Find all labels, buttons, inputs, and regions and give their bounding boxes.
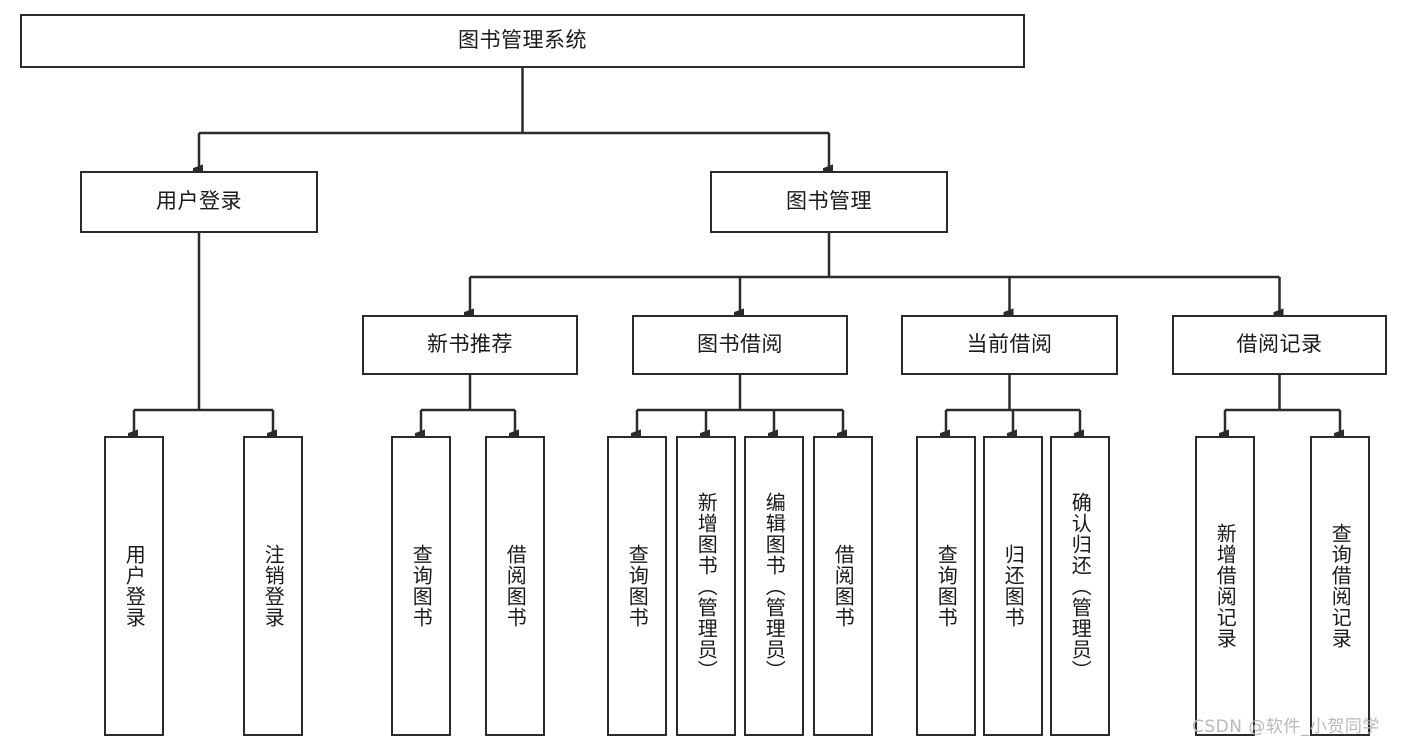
node-leaf-borrow-3[interactable]: 编辑图书（管理员） <box>744 436 804 736</box>
node-label-leaf-new-2: 借阅图书 <box>503 544 528 628</box>
node-label-leaf-borrow-3: 编辑图书（管理员） <box>762 491 787 681</box>
node-label-leaf-rec-2: 查询借阅记录 <box>1328 523 1353 649</box>
node-leaf-borrow-4[interactable]: 借阅图书 <box>813 436 873 736</box>
node-label-newbooks: 新书推荐 <box>427 332 513 357</box>
node-leaf-cur-2[interactable]: 归还图书 <box>983 436 1043 736</box>
node-newbooks[interactable]: 新书推荐 <box>362 315 578 375</box>
node-label-borrow: 图书借阅 <box>697 332 783 357</box>
node-label-leaf-cur-2: 归还图书 <box>1001 544 1026 628</box>
node-label-current: 当前借阅 <box>966 332 1053 357</box>
node-leaf-cur-3[interactable]: 确认归还（管理员） <box>1050 436 1110 736</box>
node-records[interactable]: 借阅记录 <box>1172 315 1387 375</box>
node-label-leaf-login-1: 用户登录 <box>122 544 147 628</box>
node-leaf-borrow-2[interactable]: 新增图书（管理员） <box>676 436 736 736</box>
node-leaf-rec-2[interactable]: 查询借阅记录 <box>1310 436 1370 736</box>
node-label-records: 借阅记录 <box>1236 332 1323 357</box>
node-label-leaf-new-1: 查询图书 <box>409 544 434 628</box>
node-leaf-login-2[interactable]: 注销登录 <box>243 436 303 736</box>
node-label-leaf-borrow-2: 新增图书（管理员） <box>694 491 719 681</box>
node-root[interactable]: 图书管理系统 <box>20 14 1025 68</box>
node-leaf-new-1[interactable]: 查询图书 <box>391 436 451 736</box>
node-current[interactable]: 当前借阅 <box>901 315 1118 375</box>
node-leaf-login-1[interactable]: 用户登录 <box>104 436 164 736</box>
node-label-leaf-borrow-4: 借阅图书 <box>831 544 856 628</box>
node-label-leaf-rec-1: 新增借阅记录 <box>1213 523 1238 649</box>
node-leaf-rec-1[interactable]: 新增借阅记录 <box>1195 436 1255 736</box>
node-leaf-borrow-1[interactable]: 查询图书 <box>607 436 667 736</box>
node-leaf-new-2[interactable]: 借阅图书 <box>485 436 545 736</box>
node-label-leaf-login-2: 注销登录 <box>261 544 286 628</box>
node-label-leaf-cur-1: 查询图书 <box>934 544 959 628</box>
node-label-bookmgmt: 图书管理 <box>786 189 872 214</box>
node-bookmgmt[interactable]: 图书管理 <box>710 171 948 233</box>
node-label-root: 图书管理系统 <box>458 28 587 53</box>
node-leaf-cur-1[interactable]: 查询图书 <box>916 436 976 736</box>
node-label-leaf-cur-3: 确认归还（管理员） <box>1068 491 1093 681</box>
node-label-login: 用户登录 <box>156 189 242 214</box>
node-label-leaf-borrow-1: 查询图书 <box>625 544 650 628</box>
node-borrow[interactable]: 图书借阅 <box>632 315 848 375</box>
node-login[interactable]: 用户登录 <box>80 171 318 233</box>
